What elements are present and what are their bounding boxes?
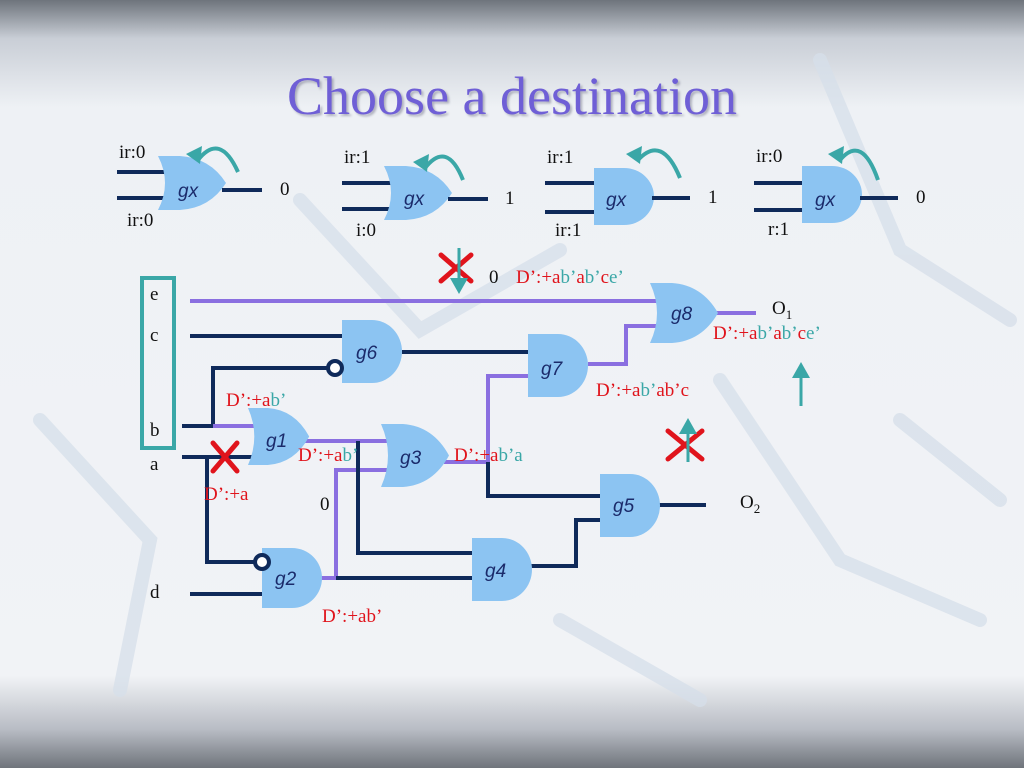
input-a: a — [150, 454, 159, 475]
value-mid-zero: 0 — [320, 494, 330, 515]
input-c: c — [150, 325, 158, 346]
label-part: D’:+a — [204, 484, 249, 505]
label-part: c — [601, 267, 609, 288]
legend-in-top: ir:0 — [119, 142, 145, 163]
label-part: b’ — [270, 390, 286, 411]
label-part: D’:+a — [454, 445, 499, 466]
label-part: D’:+ab’ — [322, 606, 382, 627]
label-part: D’:+a — [516, 267, 561, 288]
label-part: D’:+a — [298, 445, 343, 466]
label-part: a — [656, 380, 665, 401]
input-e: e — [150, 284, 158, 305]
d-frontier-label-g3-out: D’:+ab’a — [454, 445, 523, 466]
label-part: b’ — [560, 267, 576, 288]
d-frontier-label-g3-in: D’:+ab’ — [298, 445, 358, 466]
gate-g2: g2 — [253, 548, 322, 608]
legend-gate-label: gx — [404, 189, 426, 210]
d-frontier-label-g2-out: D’:+ab’ — [322, 606, 382, 627]
legend-out: 1 — [708, 187, 718, 208]
arrow-head-icon — [828, 146, 844, 164]
gate-g8: g8 — [650, 283, 718, 343]
label-part: b’a — [498, 445, 523, 466]
label-part: b’c — [665, 380, 689, 401]
d-frontier-label-a: D’:+a — [204, 484, 249, 505]
legend-out: 0 — [280, 179, 290, 200]
up-arrow-icon — [679, 418, 697, 462]
legend-gate-label: gx — [178, 181, 200, 202]
value-top-zero: 0 — [489, 267, 499, 288]
up-arrow-icon — [792, 362, 810, 406]
rotate-arrow-icon — [636, 148, 682, 179]
gate-g5: g5 — [600, 474, 660, 537]
label-part: D’:+a — [226, 390, 271, 411]
legend-out: 0 — [916, 187, 926, 208]
output-o1: O1 — [772, 298, 792, 322]
label-part: a — [773, 323, 782, 344]
label-part: b’ — [342, 445, 358, 466]
legend-out: 1 — [505, 188, 515, 209]
label-part: e’ — [609, 267, 624, 288]
legend-gate-1: gx ir:0 ir:0 0 — [117, 142, 290, 231]
gate-g3: g3 — [381, 424, 449, 487]
legend-gate-label: gx — [815, 190, 837, 211]
legend-gate-2: gx ir:1 i:0 1 — [342, 147, 515, 241]
legend-gate-label: gx — [606, 190, 628, 211]
rotate-arrow-icon — [423, 154, 465, 181]
d-frontier-label-g7-out: D’:+ab’ab’c — [596, 380, 689, 401]
legend-in-top: ir:1 — [547, 147, 573, 168]
gate-g7: g7 — [528, 334, 588, 397]
label-part: c — [798, 323, 806, 344]
label-part: b’ — [757, 323, 773, 344]
rotate-arrow-icon — [196, 146, 240, 173]
gate-g1: g1 — [248, 408, 310, 465]
legend-gate-4: gx ir:0 r:1 0 — [754, 146, 926, 240]
x-mark-icon — [438, 252, 474, 284]
label-part: b’ — [782, 323, 798, 344]
inverter-bubble — [326, 359, 344, 377]
input-b: b — [150, 420, 160, 441]
d-frontier-label-top: D’:+ab’ab’ce’ — [516, 267, 624, 288]
legend-in-bottom: r:1 — [768, 219, 789, 240]
svg-text:g6: g6 — [356, 343, 378, 364]
label-part: b’ — [585, 267, 601, 288]
input-group-box — [140, 276, 176, 450]
legend-gate-3: gx ir:1 ir:1 1 — [545, 146, 718, 241]
svg-text:g1: g1 — [266, 431, 287, 452]
svg-text:g7: g7 — [541, 359, 564, 380]
arrow-head-icon — [413, 154, 429, 172]
svg-text:g5: g5 — [613, 496, 635, 517]
svg-text:g4: g4 — [485, 561, 506, 582]
arrow-head-icon — [186, 146, 202, 164]
x-mark-icon — [665, 428, 705, 462]
svg-text:g2: g2 — [275, 569, 297, 590]
wires — [182, 299, 756, 596]
inverter-bubble — [253, 553, 271, 571]
d-frontier-label-g1-out: D’:+ab’ — [226, 390, 286, 411]
label-part: D’:+a — [713, 323, 758, 344]
input-d: d — [150, 582, 160, 603]
label-part: e’ — [806, 323, 821, 344]
svg-text:g3: g3 — [400, 448, 422, 469]
x-mark-icon — [210, 440, 240, 474]
slide-title: Choose a destination — [287, 66, 737, 126]
output-o2: O2 — [740, 492, 760, 516]
gate-g4: g4 — [472, 538, 532, 601]
legend-in-bottom: ir:0 — [127, 210, 153, 231]
rotate-arrow-icon — [838, 148, 880, 181]
svg-text:g8: g8 — [671, 304, 693, 325]
legend-in-top: ir:1 — [344, 147, 370, 168]
gate-g6: g6 — [326, 320, 402, 383]
label-part: a — [576, 267, 585, 288]
down-arrow-icon — [450, 248, 468, 294]
legend-in-bottom: i:0 — [356, 220, 376, 241]
label-part: D’:+a — [596, 380, 641, 401]
legend-in-top: ir:0 — [756, 146, 782, 167]
d-frontier-label-g8-out: D’:+ab’ab’ce’ — [713, 323, 821, 344]
arrow-head-icon — [626, 146, 642, 164]
legend-in-bottom: ir:1 — [555, 220, 581, 241]
label-part: b’ — [640, 380, 656, 401]
